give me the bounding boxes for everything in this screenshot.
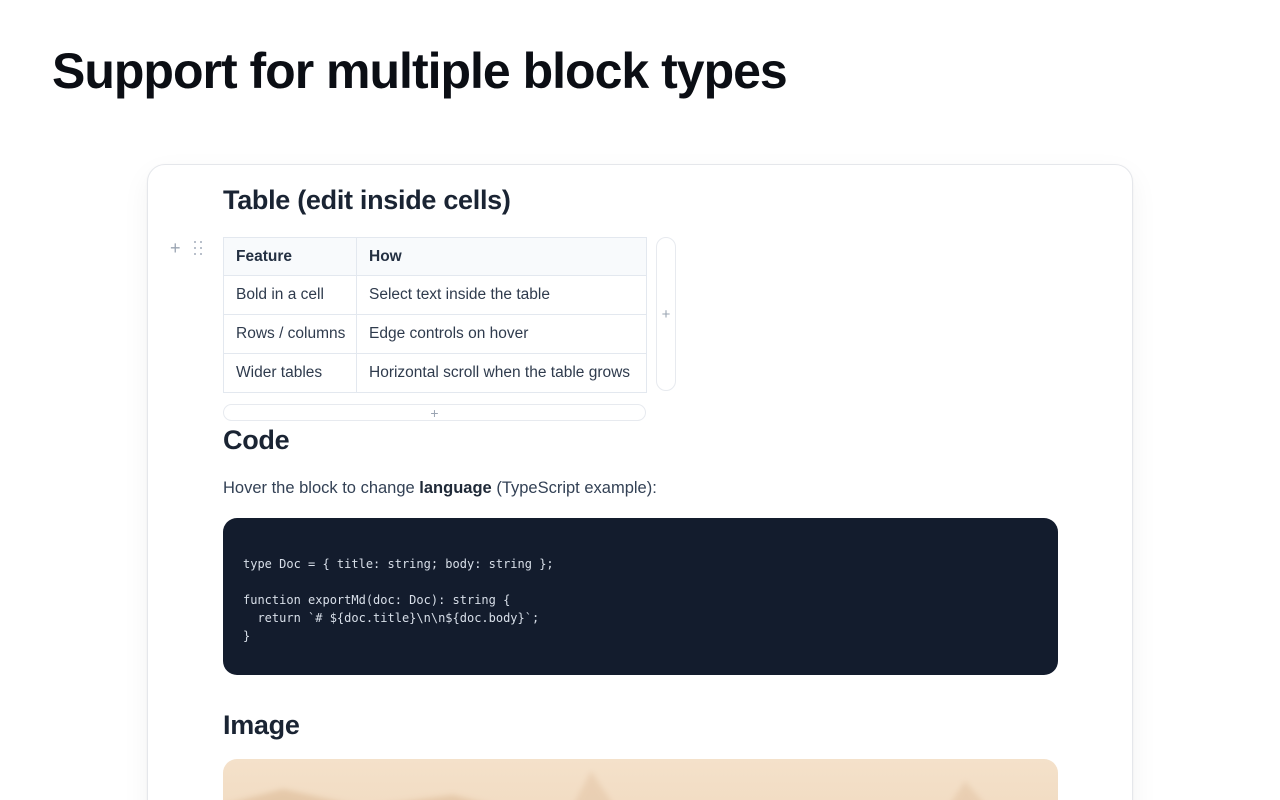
drag-handle-icon[interactable]: [193, 241, 202, 255]
code-intro-prefix: Hover the block to change: [223, 479, 420, 497]
table-header-how[interactable]: How: [356, 237, 647, 276]
page-title: Support for multiple block types: [52, 43, 788, 99]
code-content[interactable]: type Doc = { title: string; body: string…: [243, 557, 554, 643]
block-controls: +: [170, 239, 202, 257]
image-section-heading[interactable]: Image: [223, 710, 300, 740]
code-section-heading[interactable]: Code: [223, 425, 290, 455]
code-intro-text[interactable]: Hover the block to change language (Type…: [223, 476, 657, 500]
add-row-button[interactable]: +: [223, 404, 646, 421]
add-column-button[interactable]: +: [656, 237, 676, 391]
table-row: Wider tables Horizontal scroll when the …: [223, 353, 647, 393]
table-cell[interactable]: Select text inside the table: [356, 275, 647, 315]
landscape-image: [223, 759, 1058, 800]
table-cell[interactable]: Edge controls on hover: [356, 314, 647, 354]
plus-icon: +: [430, 404, 439, 421]
image-block[interactable]: [223, 759, 1058, 800]
feature-table: Feature How Bold in a cell Select text i…: [223, 237, 647, 393]
code-intro-bold: language: [419, 479, 492, 497]
table-cell[interactable]: Rows / columns: [223, 314, 357, 354]
table-header-feature[interactable]: Feature: [223, 237, 357, 276]
add-block-icon[interactable]: +: [170, 238, 181, 258]
table-cell[interactable]: Horizontal scroll when the table grows: [356, 353, 647, 393]
table-cell[interactable]: Bold in a cell: [223, 275, 357, 315]
code-intro-suffix: (TypeScript example):: [491, 479, 657, 497]
table-cell[interactable]: Wider tables: [223, 353, 357, 393]
table-row: Bold in a cell Select text inside the ta…: [223, 275, 647, 315]
code-block[interactable]: type Doc = { title: string; body: string…: [223, 518, 1058, 675]
table-header-row: Feature How: [223, 237, 647, 276]
table-row: Rows / columns Edge controls on hover: [223, 314, 647, 354]
editor-card: Table (edit inside cells) + Feature How …: [147, 164, 1133, 800]
table-section-heading[interactable]: Table (edit inside cells): [223, 185, 511, 215]
plus-icon: +: [661, 305, 671, 323]
